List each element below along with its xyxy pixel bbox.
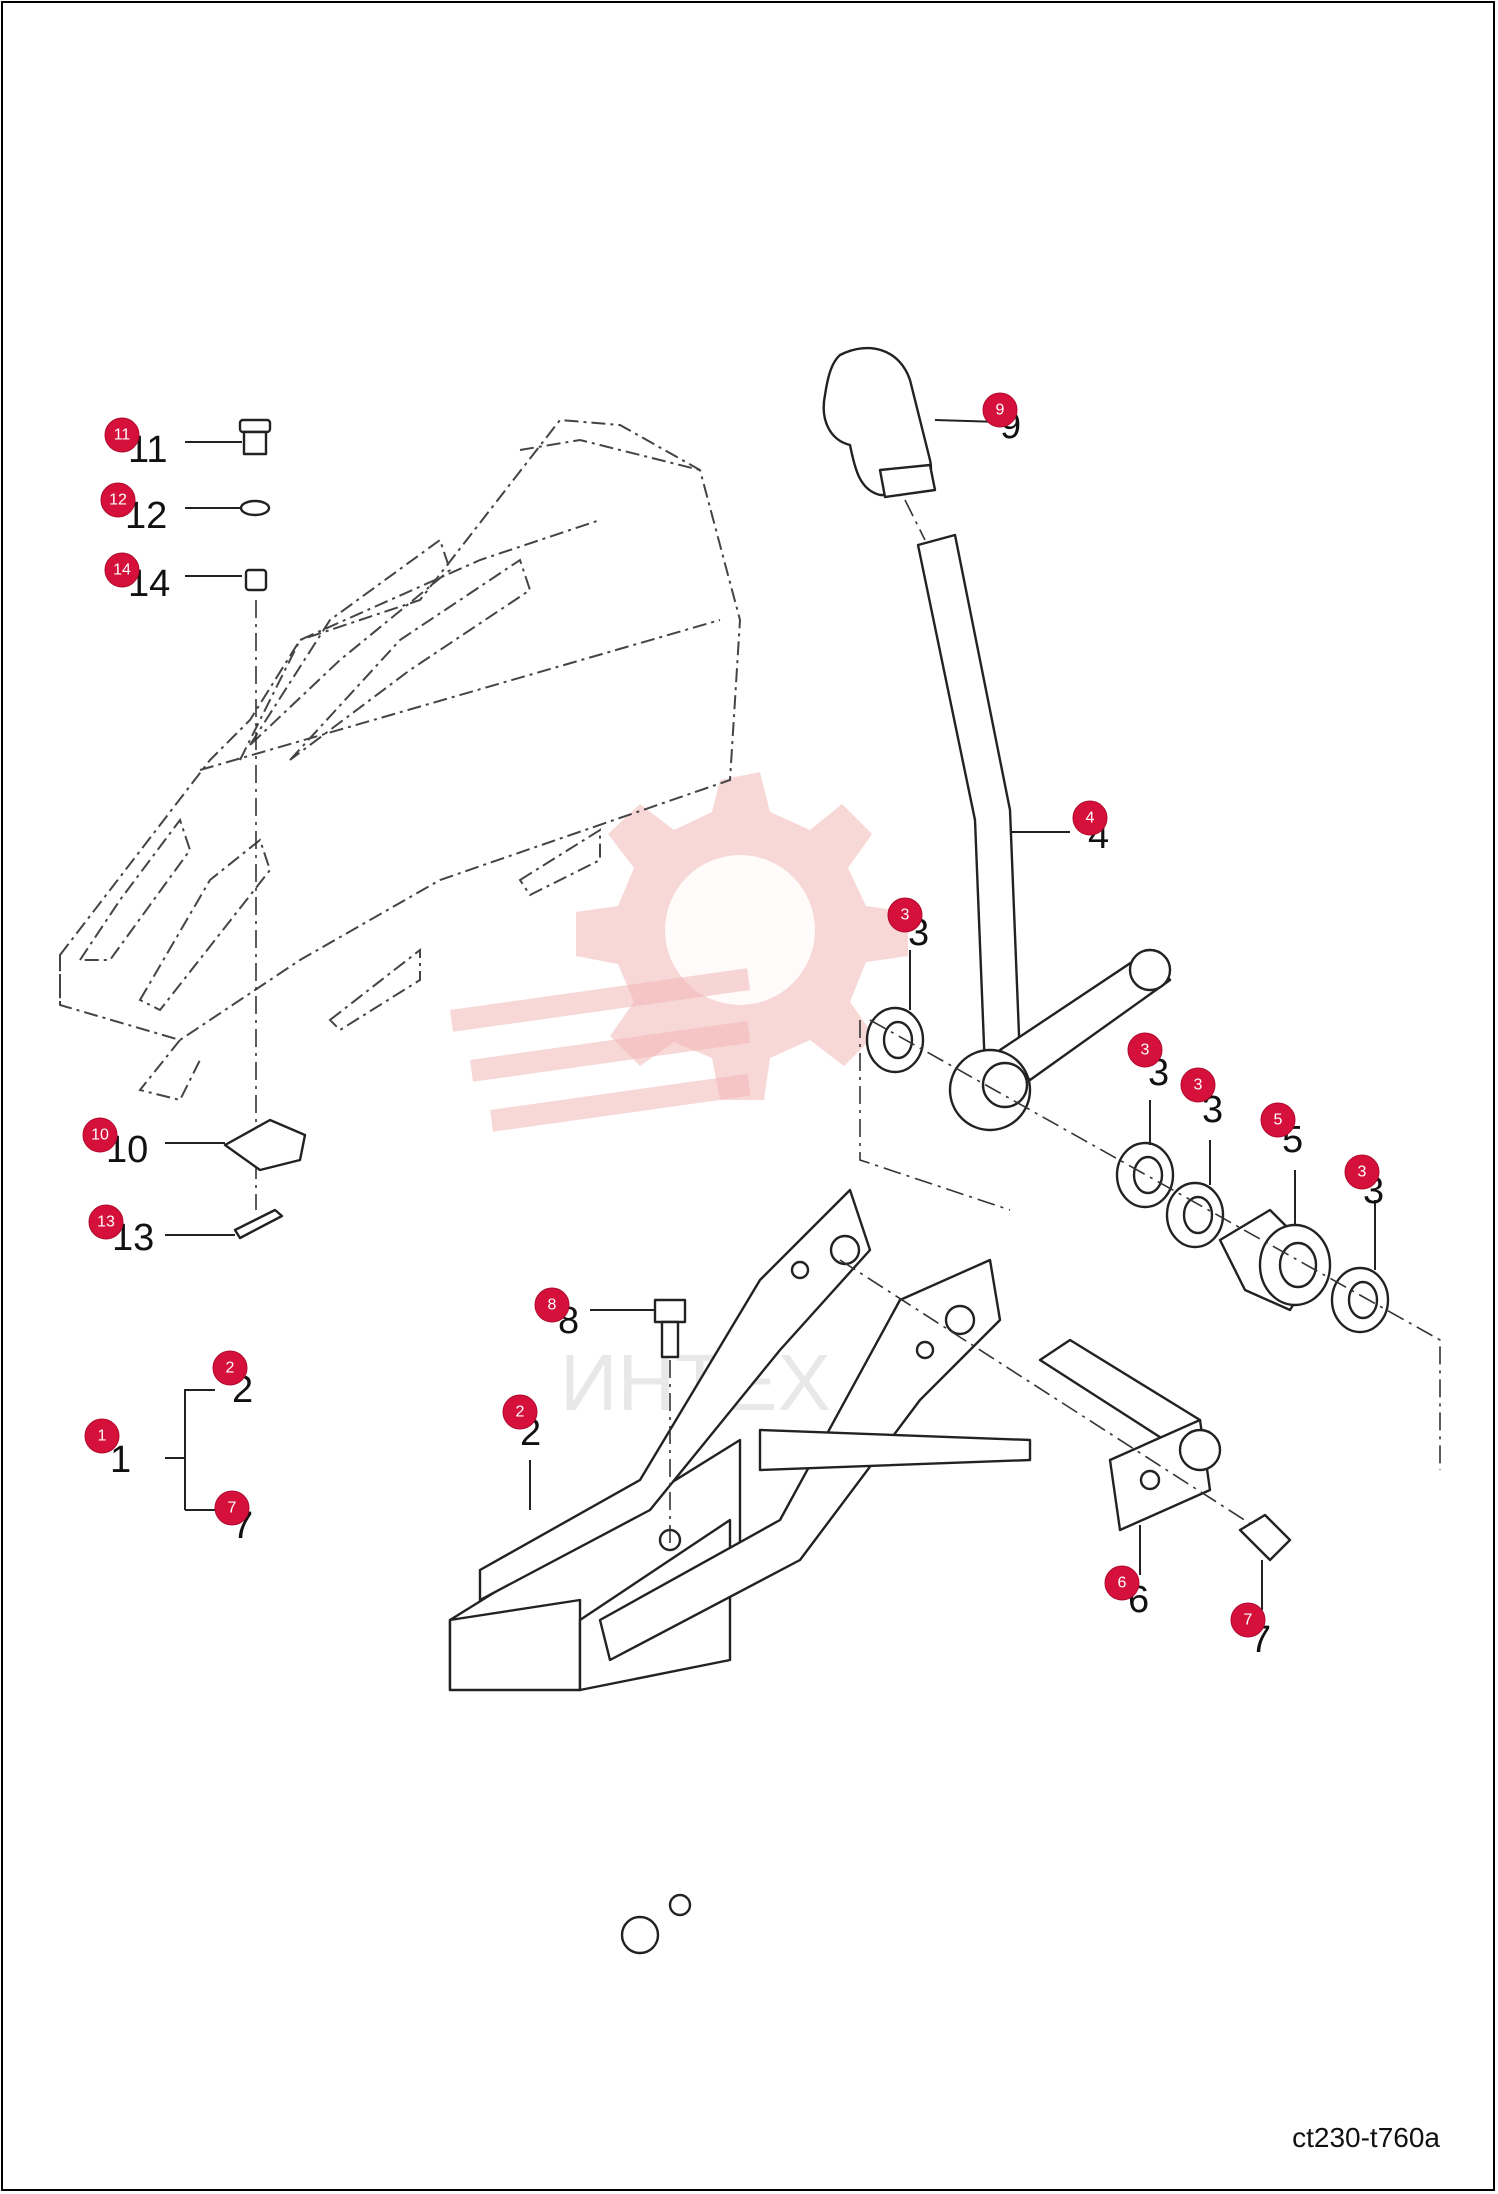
callout-badge[interactable]: 1 (84, 1418, 120, 1454)
shift-lever-4 (916, 533, 1172, 1132)
lever-axis (869, 1019, 1441, 1470)
console-housing-outline (59, 418, 742, 1102)
pin-axis (839, 1259, 1261, 1531)
svg-text:1: 1 (98, 1428, 107, 1445)
svg-text:3: 3 (901, 907, 910, 924)
knob-screw-11 (238, 418, 272, 456)
callout-badges: 11 12 14 10 13 9 4 3 3 3 5 3 8 2 2 1 7 6… (82, 392, 1380, 1638)
callout-badge[interactable]: 14 (104, 552, 140, 588)
callout-badge[interactable]: 9 (982, 392, 1018, 428)
svg-text:6: 6 (1118, 1575, 1127, 1592)
callout-badge[interactable]: 7 (1230, 1602, 1266, 1638)
cotter-pin-13 (233, 1208, 284, 1240)
washer-3-b (1165, 1181, 1225, 1249)
callout-badge[interactable]: 13 (88, 1204, 124, 1240)
svg-text:11: 11 (114, 427, 131, 444)
callout-badge[interactable]: 11 (104, 417, 140, 453)
bolt-7 (1238, 1513, 1292, 1562)
watermark-logo: ИНТЕХ (449, 772, 908, 1427)
bushing-5 (1218, 1208, 1332, 1312)
callout-badge[interactable]: 2 (212, 1350, 248, 1386)
callout-badge[interactable]: 10 (82, 1117, 118, 1153)
callout-badge[interactable]: 2 (502, 1394, 538, 1430)
printed-number: 1 (110, 1439, 131, 1481)
svg-text:2: 2 (516, 1404, 525, 1421)
svg-text:12: 12 (109, 492, 127, 509)
washer-12 (239, 499, 271, 517)
bushing-14 (244, 568, 268, 592)
bracket-2 (448, 1188, 1032, 1955)
callout-badge[interactable]: 3 (887, 897, 923, 933)
svg-text:7: 7 (228, 1500, 237, 1517)
callout-badge[interactable]: 3 (1344, 1154, 1380, 1190)
callout-badge[interactable]: 5 (1260, 1102, 1296, 1138)
svg-text:3: 3 (1358, 1164, 1367, 1181)
callout-badge[interactable]: 4 (1072, 800, 1108, 836)
pivot-guide (859, 1020, 1011, 1211)
washer-3-left (865, 1006, 925, 1074)
svg-text:10: 10 (91, 1127, 109, 1144)
pivot-pin-6 (1038, 1338, 1222, 1532)
shift-knob-9 (822, 346, 937, 499)
svg-text:4: 4 (1086, 810, 1095, 827)
washer-3-right (1330, 1266, 1390, 1334)
svg-text:2: 2 (226, 1360, 235, 1377)
svg-text:5: 5 (1274, 1112, 1283, 1129)
callout-badge[interactable]: 8 (534, 1287, 570, 1323)
svg-text:8: 8 (548, 1297, 557, 1314)
washer-3-a (1115, 1141, 1175, 1209)
callout-badge[interactable]: 7 (214, 1490, 250, 1526)
svg-text:9: 9 (996, 402, 1005, 419)
knob-axis (904, 499, 926, 541)
svg-text:3: 3 (1194, 1077, 1203, 1094)
assembly-bracket (165, 1389, 215, 1511)
svg-text:14: 14 (113, 562, 131, 579)
clip-10 (223, 1118, 307, 1172)
svg-text:13: 13 (97, 1214, 115, 1231)
callout-badge[interactable]: 3 (1180, 1067, 1216, 1103)
svg-text:7: 7 (1244, 1612, 1253, 1629)
callout-badge[interactable]: 3 (1127, 1032, 1163, 1068)
drawing-id-label: ct230-t760a (1292, 2122, 1440, 2153)
svg-text:3: 3 (1141, 1042, 1150, 1059)
bolt-8 (653, 1298, 687, 1359)
callout-badge[interactable]: 6 (1104, 1565, 1140, 1601)
callout-badge[interactable]: 12 (100, 482, 136, 518)
